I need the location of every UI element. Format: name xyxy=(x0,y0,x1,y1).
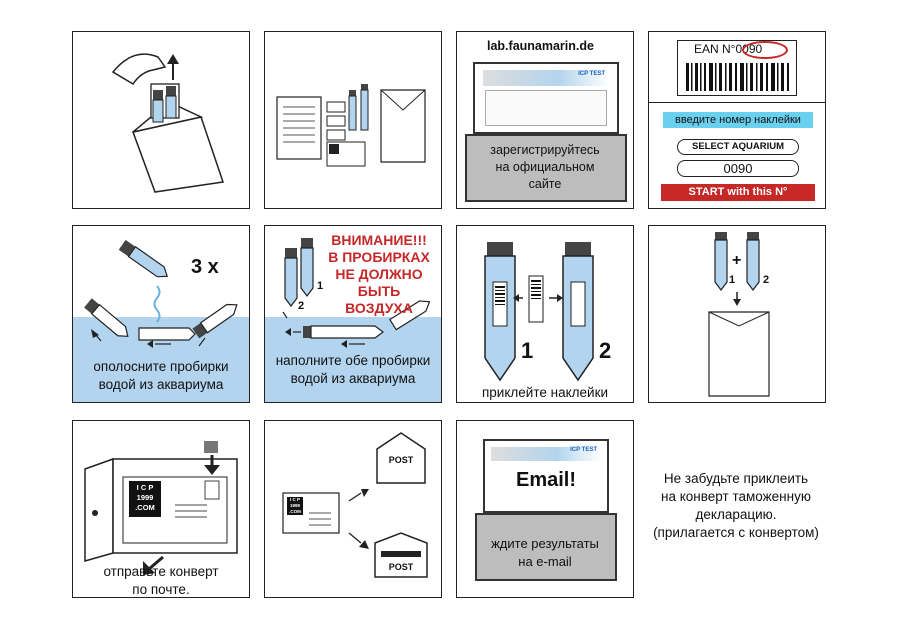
post-box-label: POST xyxy=(388,562,414,572)
step-post-options-panel: I C P 1999 .COM POST POST xyxy=(264,420,442,598)
ean-label: EAN N° xyxy=(694,42,736,56)
register-caption: зарегистрируйтесь на официальном сайте xyxy=(490,143,600,191)
fill-illustration xyxy=(282,238,431,348)
post-options-illustration xyxy=(282,432,428,578)
screen-brand: ICP TEST xyxy=(578,71,605,77)
insert-envelope-illustration xyxy=(708,232,770,397)
step-post-panel: I C P 1999 .COM отправьте конверт по поч… xyxy=(72,420,250,598)
barcode-icon xyxy=(686,63,789,91)
fill-tube-2-label: 2 xyxy=(298,300,305,312)
stickers-caption: приклейте наклейки xyxy=(481,385,609,400)
email-banner: Email! xyxy=(515,469,577,491)
site-url[interactable]: lab.faunamarin.de xyxy=(487,39,594,53)
sticker-tube-2-label: 2 xyxy=(599,338,612,363)
rinse-count: 3 x xyxy=(191,256,219,278)
select-aquarium-button[interactable]: SELECT AQUARIUM xyxy=(677,139,799,155)
plus-sign: + xyxy=(732,252,742,269)
envelope-tube-2-label: 2 xyxy=(763,274,770,286)
screen-brand: ICP TEST xyxy=(570,447,597,453)
step-stickers-panel: 1 2 приклейте наклейки xyxy=(456,225,634,403)
sticker-number-input[interactable]: 0090 xyxy=(677,160,799,177)
fill-caption: наполните обе пробирки водой из аквариум… xyxy=(275,353,431,386)
ean-sticker: EAN N°0090 xyxy=(677,40,797,96)
step-rinse-panel: 3 x ополосните пробирки водой из аквариу… xyxy=(72,225,250,403)
post-caption: отправьте конверт по почте. xyxy=(103,564,219,597)
fill-tube-1-label: 1 xyxy=(317,280,324,292)
envelope-tube-1-label: 1 xyxy=(729,274,736,286)
laptop-base xyxy=(465,134,627,202)
step-unpack-panel xyxy=(72,31,250,209)
wait-email-caption: ждите результаты на e-mail xyxy=(491,536,599,569)
sticker-tube-1-label: 1 xyxy=(521,338,534,363)
enter-sticker-prompt: введите номер наклейки xyxy=(663,112,813,128)
laptop-screen: ICP TEST xyxy=(473,62,619,134)
rinse-caption: ополосните пробирки водой из аквариума xyxy=(93,359,229,392)
step-wait-email-panel: ICP TEST Email! ждите результаты на e-ma… xyxy=(456,420,634,598)
ean-highlight-circle xyxy=(742,41,788,59)
kit-contents-illustration xyxy=(276,84,426,167)
mailbox-illustration xyxy=(84,441,238,575)
brand-logo: I C P 1999 .COM xyxy=(135,483,155,512)
stickers-illustration xyxy=(484,242,594,382)
step-enter-number-panel: EAN N°0090 введите номер наклейки SELECT… xyxy=(648,31,826,209)
step-insert-envelope-panel: + 1 2 xyxy=(648,225,826,403)
no-air-warning: ВНИМАНИЕ!!! В ПРОБИРКАХ НЕ ДОЛЖНО БЫТЬ В… xyxy=(328,232,430,316)
brand-logo: I C P 1999 .COM xyxy=(289,497,301,514)
customs-note: Не забудьте приклеить на конверт таможен… xyxy=(653,471,819,540)
step-register-panel: lab.faunamarin.de ICP TEST зарегистрируй… xyxy=(456,31,634,209)
rinse-illustration xyxy=(84,239,238,348)
unpack-illustration xyxy=(111,53,224,193)
laptop-screen: ICP TEST Email! xyxy=(483,439,609,513)
post-office-label: POST xyxy=(388,455,414,465)
start-button[interactable]: START with this N° xyxy=(661,184,815,201)
step-kit-contents-panel xyxy=(264,31,442,209)
step-fill-panel: 1 2 ВНИМАНИЕ!!! В ПРОБИРКАХ НЕ ДОЛЖНО БЫ… xyxy=(264,225,442,403)
laptop-base xyxy=(475,513,617,581)
